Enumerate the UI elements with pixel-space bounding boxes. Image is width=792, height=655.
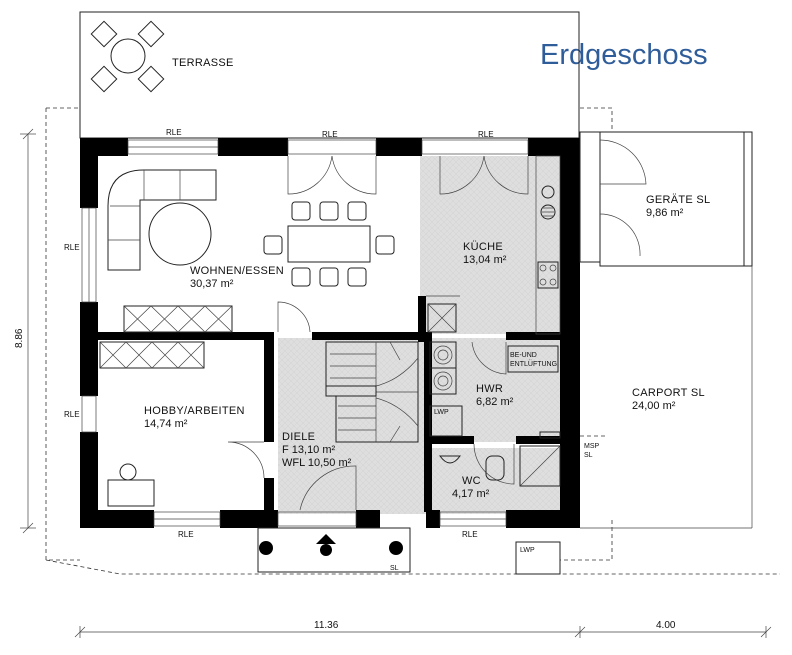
entrance xyxy=(257,527,561,575)
rle-label: RLE xyxy=(478,130,494,139)
rle-label: RLE xyxy=(322,130,338,139)
lwp-label: LWP xyxy=(434,409,449,416)
lwp-label: LWP xyxy=(520,547,535,554)
room-diele-area-f: F 13,10 m² xyxy=(282,444,336,456)
rle-label: RLE xyxy=(64,410,80,419)
terrace-label: TERRASSE xyxy=(172,57,234,69)
room-carport-area: 24,00 m² xyxy=(632,400,676,412)
rle-label: RLE xyxy=(462,530,478,539)
room-kueche-area: 13,04 m² xyxy=(463,254,507,266)
plan-title: Erdgeschoss xyxy=(540,39,708,71)
sideboard-wohnen xyxy=(123,305,233,333)
doors xyxy=(227,155,529,511)
room-carport-name: CARPORT SL xyxy=(632,387,705,399)
furniture xyxy=(99,155,561,507)
rle-label: RLE xyxy=(166,128,182,137)
room-hwr-name: HWR xyxy=(476,383,503,395)
staircase xyxy=(325,341,419,443)
rle-label: RLE xyxy=(64,243,80,252)
dimension-width-carport: 4.00 xyxy=(656,620,676,631)
dimension-width-main: 11.36 xyxy=(314,620,339,631)
ventilation-label-2: ENTLÜFTUNG xyxy=(510,360,557,368)
room-wc-area: 4,17 m² xyxy=(452,488,490,500)
terrace-table xyxy=(90,20,165,93)
dimension-lines xyxy=(20,128,772,638)
room-hobby-name: HOBBY/ARBEITEN xyxy=(144,405,245,417)
room-wohnen-name: WOHNEN/ESSEN xyxy=(190,265,284,277)
room-geraete-name: GERÄTE SL xyxy=(646,194,710,206)
room-diele-area-wfl: WFL 10,50 m² xyxy=(282,457,352,469)
room-geraete-area: 9,86 m² xyxy=(646,207,684,219)
ventilation-label-1: BE-UND xyxy=(510,352,537,359)
room-wohnen-area: 30,37 m² xyxy=(190,278,234,290)
sl-label: SL xyxy=(390,565,399,572)
msp-label: MSP xyxy=(584,443,600,450)
sl-label: SL xyxy=(584,452,593,459)
windows xyxy=(81,139,529,527)
room-kueche-name: KÜCHE xyxy=(463,241,503,253)
sideboard-hobby xyxy=(99,341,205,369)
rle-label: RLE xyxy=(178,530,194,539)
terrace: TERRASSE xyxy=(79,11,580,139)
dimension-height: 8.86 xyxy=(14,328,25,348)
geraete-carport xyxy=(579,131,753,529)
room-hobby-area: 14,74 m² xyxy=(144,418,188,430)
walls xyxy=(80,138,580,528)
outline-dashed xyxy=(45,107,780,575)
room-diele-name: DIELE xyxy=(282,431,315,443)
tiled-floors xyxy=(278,156,560,514)
room-hwr-area: 6,82 m² xyxy=(476,396,514,408)
room-wc-name: WC xyxy=(462,475,481,487)
